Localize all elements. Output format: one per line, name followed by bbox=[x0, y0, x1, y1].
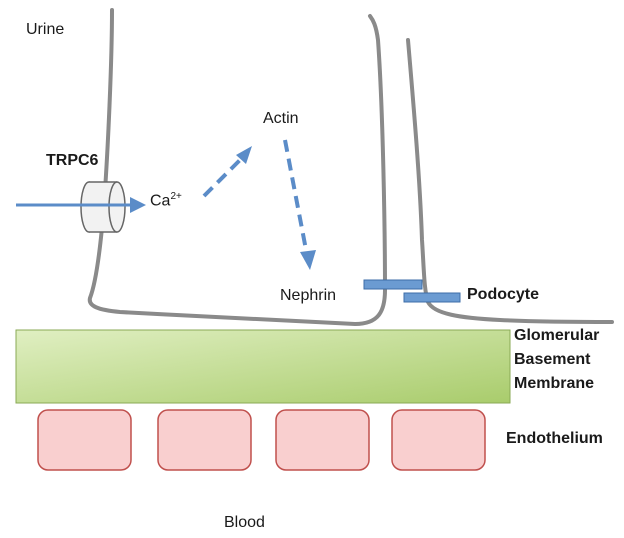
calcium-charge-text: 2+ bbox=[170, 191, 182, 202]
gbm-label-line2: Basement bbox=[514, 351, 591, 368]
gbm-label-line3: Membrane bbox=[514, 375, 595, 392]
podocyte-right-membrane bbox=[406, 38, 614, 324]
podocyte-left-membrane bbox=[87, 8, 388, 327]
endothelial-cell bbox=[37, 409, 132, 471]
glomerular-basement-membrane bbox=[15, 329, 511, 404]
trpc6-label: TRPC6 bbox=[46, 152, 99, 169]
nephrin-bar-left bbox=[363, 279, 423, 290]
nephrin-label: Nephrin bbox=[280, 287, 337, 304]
gbm-label-line1: Glomerular bbox=[514, 327, 600, 344]
endothelial-cell bbox=[391, 409, 486, 471]
endothelial-cell bbox=[157, 409, 252, 471]
actin-to-nephrin-arrow bbox=[283, 139, 316, 270]
podocyte-label: Podocyte bbox=[467, 286, 540, 303]
trpc6-channel-icon bbox=[80, 181, 126, 233]
urine-label: Urine bbox=[26, 21, 65, 38]
blood-label: Blood bbox=[224, 514, 265, 531]
nephrin-bar-right bbox=[403, 292, 461, 303]
endothelial-cell bbox=[275, 409, 370, 471]
actin-label: Actin bbox=[263, 110, 299, 127]
calcium-base-text: Ca bbox=[150, 192, 171, 210]
calcium-label: Ca2+ bbox=[150, 192, 182, 209]
calcium-to-actin-arrow bbox=[202, 146, 252, 198]
calcium-influx-arrow bbox=[16, 197, 146, 213]
endothelium-label: Endothelium bbox=[506, 430, 603, 447]
